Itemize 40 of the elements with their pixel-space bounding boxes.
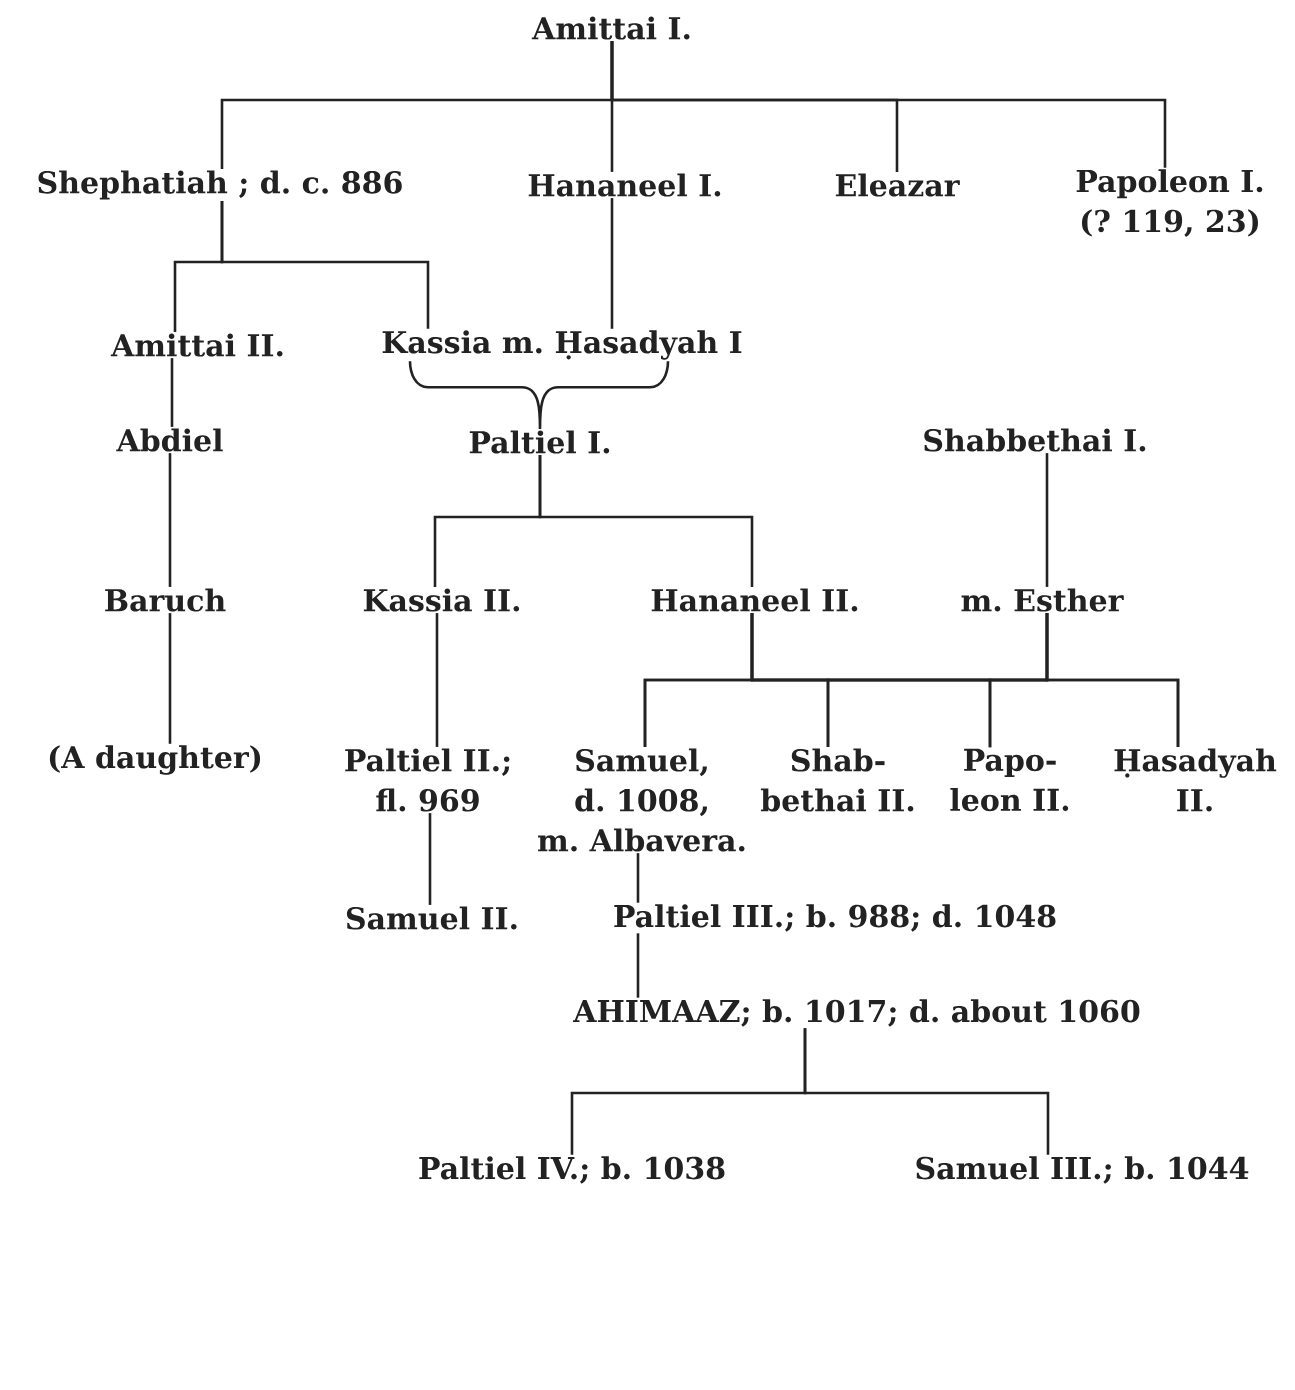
tree-line: [168, 453, 172, 587]
person-name: Paltiel III.; b. 988; d. 1048: [614, 904, 1056, 932]
person-name: Abdiel: [116, 428, 223, 452]
person-name: Papoleon I. (? 119, 23): [1076, 169, 1263, 237]
tree-line: [428, 813, 432, 905]
tree-line: [610, 41, 1167, 168]
person-name: Ḥasadyah II.: [1114, 748, 1277, 812]
brace: [408, 359, 670, 431]
tree-line: [803, 1028, 1050, 1155]
tree-line: [636, 933, 640, 998]
tree-line: [170, 358, 174, 427]
person-name: Hananeel II.: [651, 588, 858, 612]
person-name: m. Esther: [961, 588, 1124, 612]
person-name: Amittai I.: [531, 16, 690, 40]
person-name: Samuel III.; b. 1044: [916, 1156, 1249, 1184]
person-name: Shephatiah ; d. c. 886: [38, 170, 402, 200]
person-name: Amittai II.: [110, 333, 283, 357]
person-name: Samuel, d. 1008, m. Albavera.: [538, 748, 745, 852]
person-name: Shab- bethai II.: [760, 748, 914, 812]
person-name: Papo- leon II.: [950, 748, 1069, 812]
person-name: Shabbethai I.: [924, 428, 1146, 452]
tree-line: [220, 201, 430, 329]
person-name: Eleazar: [835, 173, 960, 197]
person-name: Kassia II.: [363, 588, 520, 612]
tree-line: [538, 455, 754, 587]
person-name: Paltiel II.; fl. 969: [345, 748, 510, 812]
tree-line: [1045, 613, 1180, 747]
person-name: Paltiel I.: [469, 430, 610, 454]
tree-line: [1045, 453, 1049, 587]
person-name: Hananeel I.: [528, 173, 721, 197]
person-name: Baruch: [105, 588, 226, 612]
tree-line: [168, 613, 172, 744]
tree-line: [610, 198, 614, 329]
person-name: (A daughter): [49, 745, 261, 775]
tree-line: [435, 613, 439, 747]
person-name: AHIMAAZ; b. 1017; d. about 1060: [572, 999, 1140, 1027]
person-name: Kassia m. Ḥasadyah I: [382, 330, 742, 360]
person-name: Paltiel IV.; b. 1038: [419, 1156, 725, 1184]
person-name: Samuel II.: [346, 906, 517, 930]
tree-line: [636, 853, 640, 903]
